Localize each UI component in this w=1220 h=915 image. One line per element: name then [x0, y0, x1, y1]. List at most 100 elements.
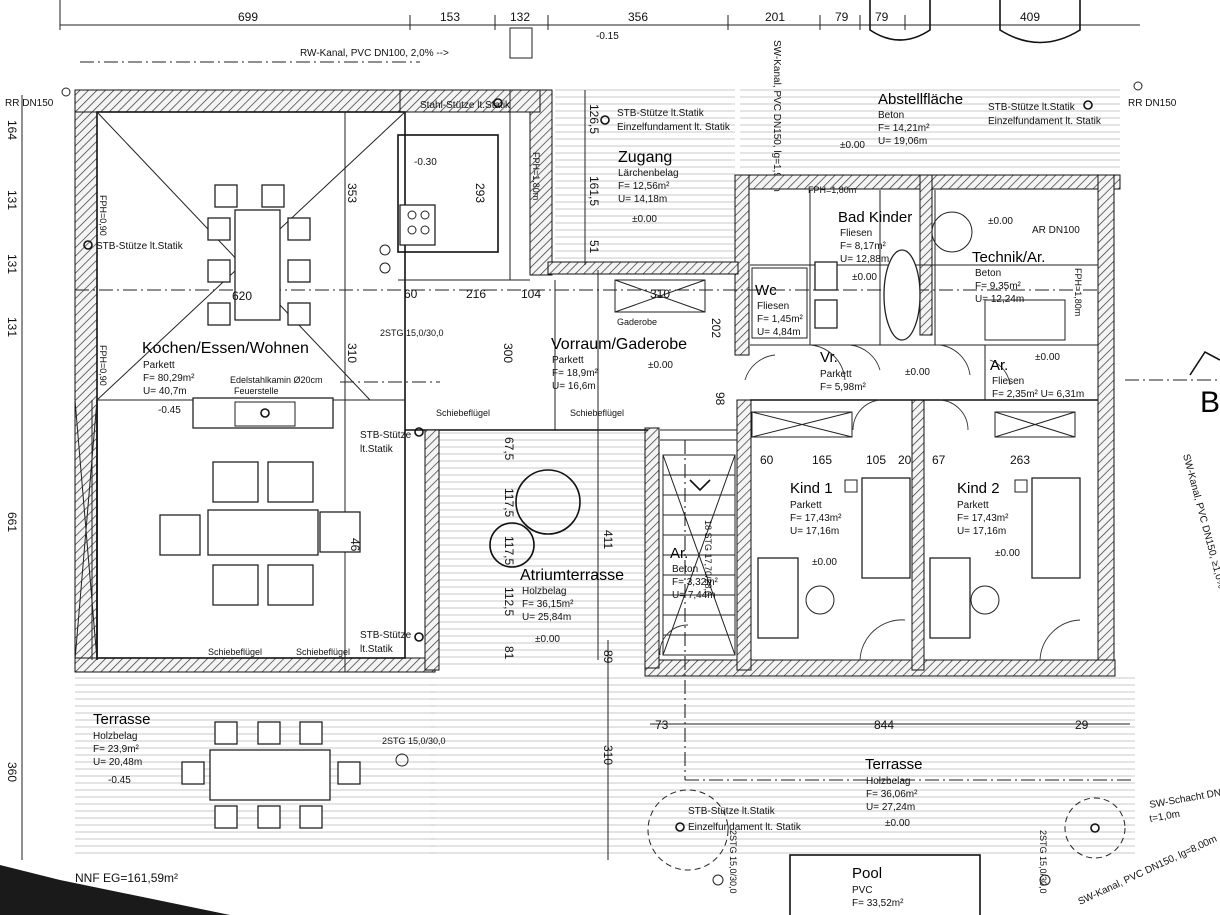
kind2-furniture: [929, 411, 1081, 639]
room-perimeter: U= 4,84m: [757, 327, 801, 338]
room-atrium: Atriumterrasse Holzbelag F= 36,15m² U= 2…: [520, 567, 624, 623]
rr-dn150-right: RR DN150: [1128, 98, 1177, 109]
room-pool: Pool PVC F= 33,52m²: [852, 865, 904, 909]
room-floor: Parkett: [552, 355, 584, 366]
kamin-label-2: Feuerstelle: [234, 386, 279, 396]
dim-293: 293: [473, 183, 487, 203]
room-area: F= 17,43m²: [790, 513, 842, 524]
technik-tank: [931, 211, 973, 253]
dim-117-5b: 117,5: [502, 536, 516, 565]
stb-bottom-label: STB-Stütze lt.Statik: [688, 806, 776, 817]
room-area: F= 3,32m²: [672, 577, 719, 588]
room-name: Kind 2: [957, 480, 1000, 497]
sw-kanal-top-label: SW-Kanal, PVC DN150, lg=1,90m: [771, 40, 782, 192]
atrium-tree-2: [489, 522, 535, 568]
dim-60: 60: [404, 287, 418, 301]
room-floor: PVC: [852, 885, 873, 896]
ar-dn100-label: AR DN100: [1032, 225, 1080, 236]
einzel-bottom-label: Einzelfundament lt. Statik: [688, 822, 802, 833]
fireplace: [192, 397, 334, 429]
room-floor: Holzbelag: [866, 776, 910, 787]
shaft-top: [509, 27, 533, 59]
room-perimeter: U= 27,24m: [866, 802, 915, 813]
section-marker-b: B: [1200, 386, 1220, 419]
room-area: F= 17,43m²: [957, 513, 1009, 524]
corner-banner: [0, 865, 230, 915]
inner-dimensions: 620 60 216 104 310 202 353 293 310 300 9…: [232, 104, 1089, 765]
room-area: F= 12,56m²: [618, 181, 670, 192]
fph-zug-label: FPH=1,80m: [531, 152, 541, 200]
level-kind2: ±0.00: [995, 548, 1020, 559]
einzel-top-right-label: Einzelfundament lt. Statik: [988, 116, 1102, 127]
interior-walls: [74, 90, 1135, 860]
kamin-label-1: Edelstahlkamin Ø20cm: [230, 375, 323, 385]
door-swings: [659, 344, 1081, 661]
dim-29: 29: [1075, 718, 1089, 732]
room-perimeter: U= 14,18m: [618, 194, 667, 205]
schiebe-label-4: Schiebeflügel: [296, 647, 350, 657]
room-floor: Fliesen: [840, 228, 872, 239]
room-name: Abstellfläche: [878, 91, 963, 108]
dim-202: 202: [709, 318, 723, 338]
level-terrace-right: ±0.00: [885, 818, 910, 829]
room-area: F= 8,17m²: [840, 241, 887, 252]
schiebe-label-3: Schiebeflügel: [208, 647, 262, 657]
dim-67-5: 67,5: [502, 437, 516, 461]
fph-left-label-2: FPH=0,90: [98, 345, 108, 386]
stb-top-label: STB-Stütze lt.Statik: [617, 108, 705, 119]
room-bad: Bad Kinder Fliesen F= 8,17m² U= 12,88m: [838, 209, 912, 265]
deck-terrace-lower: [430, 672, 1135, 857]
room-perimeter: U= 7,44m: [672, 590, 716, 601]
level-markers: -0.15 -0.30 -0.45 -0.45 ±0.00 ±0.00 ±0.0…: [108, 31, 1060, 829]
einzel-top-label: Einzelfundament lt. Statik: [617, 122, 731, 133]
dim-620: 620: [232, 289, 252, 303]
dim-top-132: 132: [510, 10, 530, 24]
dim-300: 300: [501, 343, 515, 363]
room-perimeter: U= 17,16m: [790, 526, 839, 537]
level-vorraum: ±0.00: [648, 360, 673, 371]
stb-left-label: STB-Stütze lt.Statik: [96, 241, 184, 252]
dim-top-356: 356: [628, 10, 648, 24]
level-abstell: ±0.00: [840, 140, 865, 151]
room-perimeter: U= 20,48m: [93, 757, 142, 768]
room-name: Terrasse: [865, 756, 923, 773]
dim-top-79a: 79: [835, 10, 849, 24]
dim-60b: 60: [760, 453, 774, 467]
dim-left-131c: 131: [5, 317, 19, 337]
schiebe-label-2: Schiebeflügel: [570, 408, 624, 418]
room-perimeter: U= 25,84m: [522, 612, 571, 623]
stair-main-label: 18 STG 17,70/28,0: [703, 520, 713, 596]
room-floor: Beton: [672, 564, 698, 575]
rr-dn150-left: RR DN150: [5, 98, 54, 109]
room-floor: Parkett: [957, 500, 989, 511]
dim-310b: 310: [601, 745, 615, 765]
room-area: F= 1,45m²: [757, 314, 804, 325]
level-living: -0.45: [158, 405, 181, 416]
schiebe-label-1: Schiebeflügel: [436, 408, 490, 418]
room-technik: Technik/Ar. Beton F= 9,35m² U= 12,24m: [972, 249, 1045, 305]
gaderobe-label: Gaderobe: [617, 317, 657, 327]
dim-46: 46: [348, 538, 362, 552]
dim-20: 20: [898, 453, 912, 467]
dim-165: 165: [812, 453, 832, 467]
room-terrasse-right: Terrasse Holzbelag F= 36,06m² U= 27,24m: [865, 756, 923, 813]
dining-set-top: [207, 184, 311, 326]
fph-right-label: FPH=1,80m: [1073, 268, 1083, 316]
dim-353: 353: [345, 183, 359, 203]
room-perimeter: U= 40,7m: [143, 386, 187, 397]
level-ar-right: ±0.00: [1035, 352, 1060, 363]
room-name: Vr.: [820, 349, 838, 366]
dim-263: 263: [1010, 453, 1030, 467]
room-floor: Holzbelag: [93, 731, 137, 742]
room-floor: Fliesen: [992, 376, 1024, 387]
room-area: F= 36,06m²: [866, 789, 918, 800]
dim-126-5: 126,5: [587, 104, 601, 134]
dim-161-5: 161,5: [587, 176, 601, 206]
room-perimeter: U= 17,16m: [957, 526, 1006, 537]
room-floor: Beton: [975, 268, 1001, 279]
room-name: Ar.: [990, 357, 1008, 374]
stb-low-label-1: STB-Stütze: [360, 630, 412, 641]
dim-top-79b: 79: [875, 10, 889, 24]
level-top: -0.15: [596, 31, 619, 42]
